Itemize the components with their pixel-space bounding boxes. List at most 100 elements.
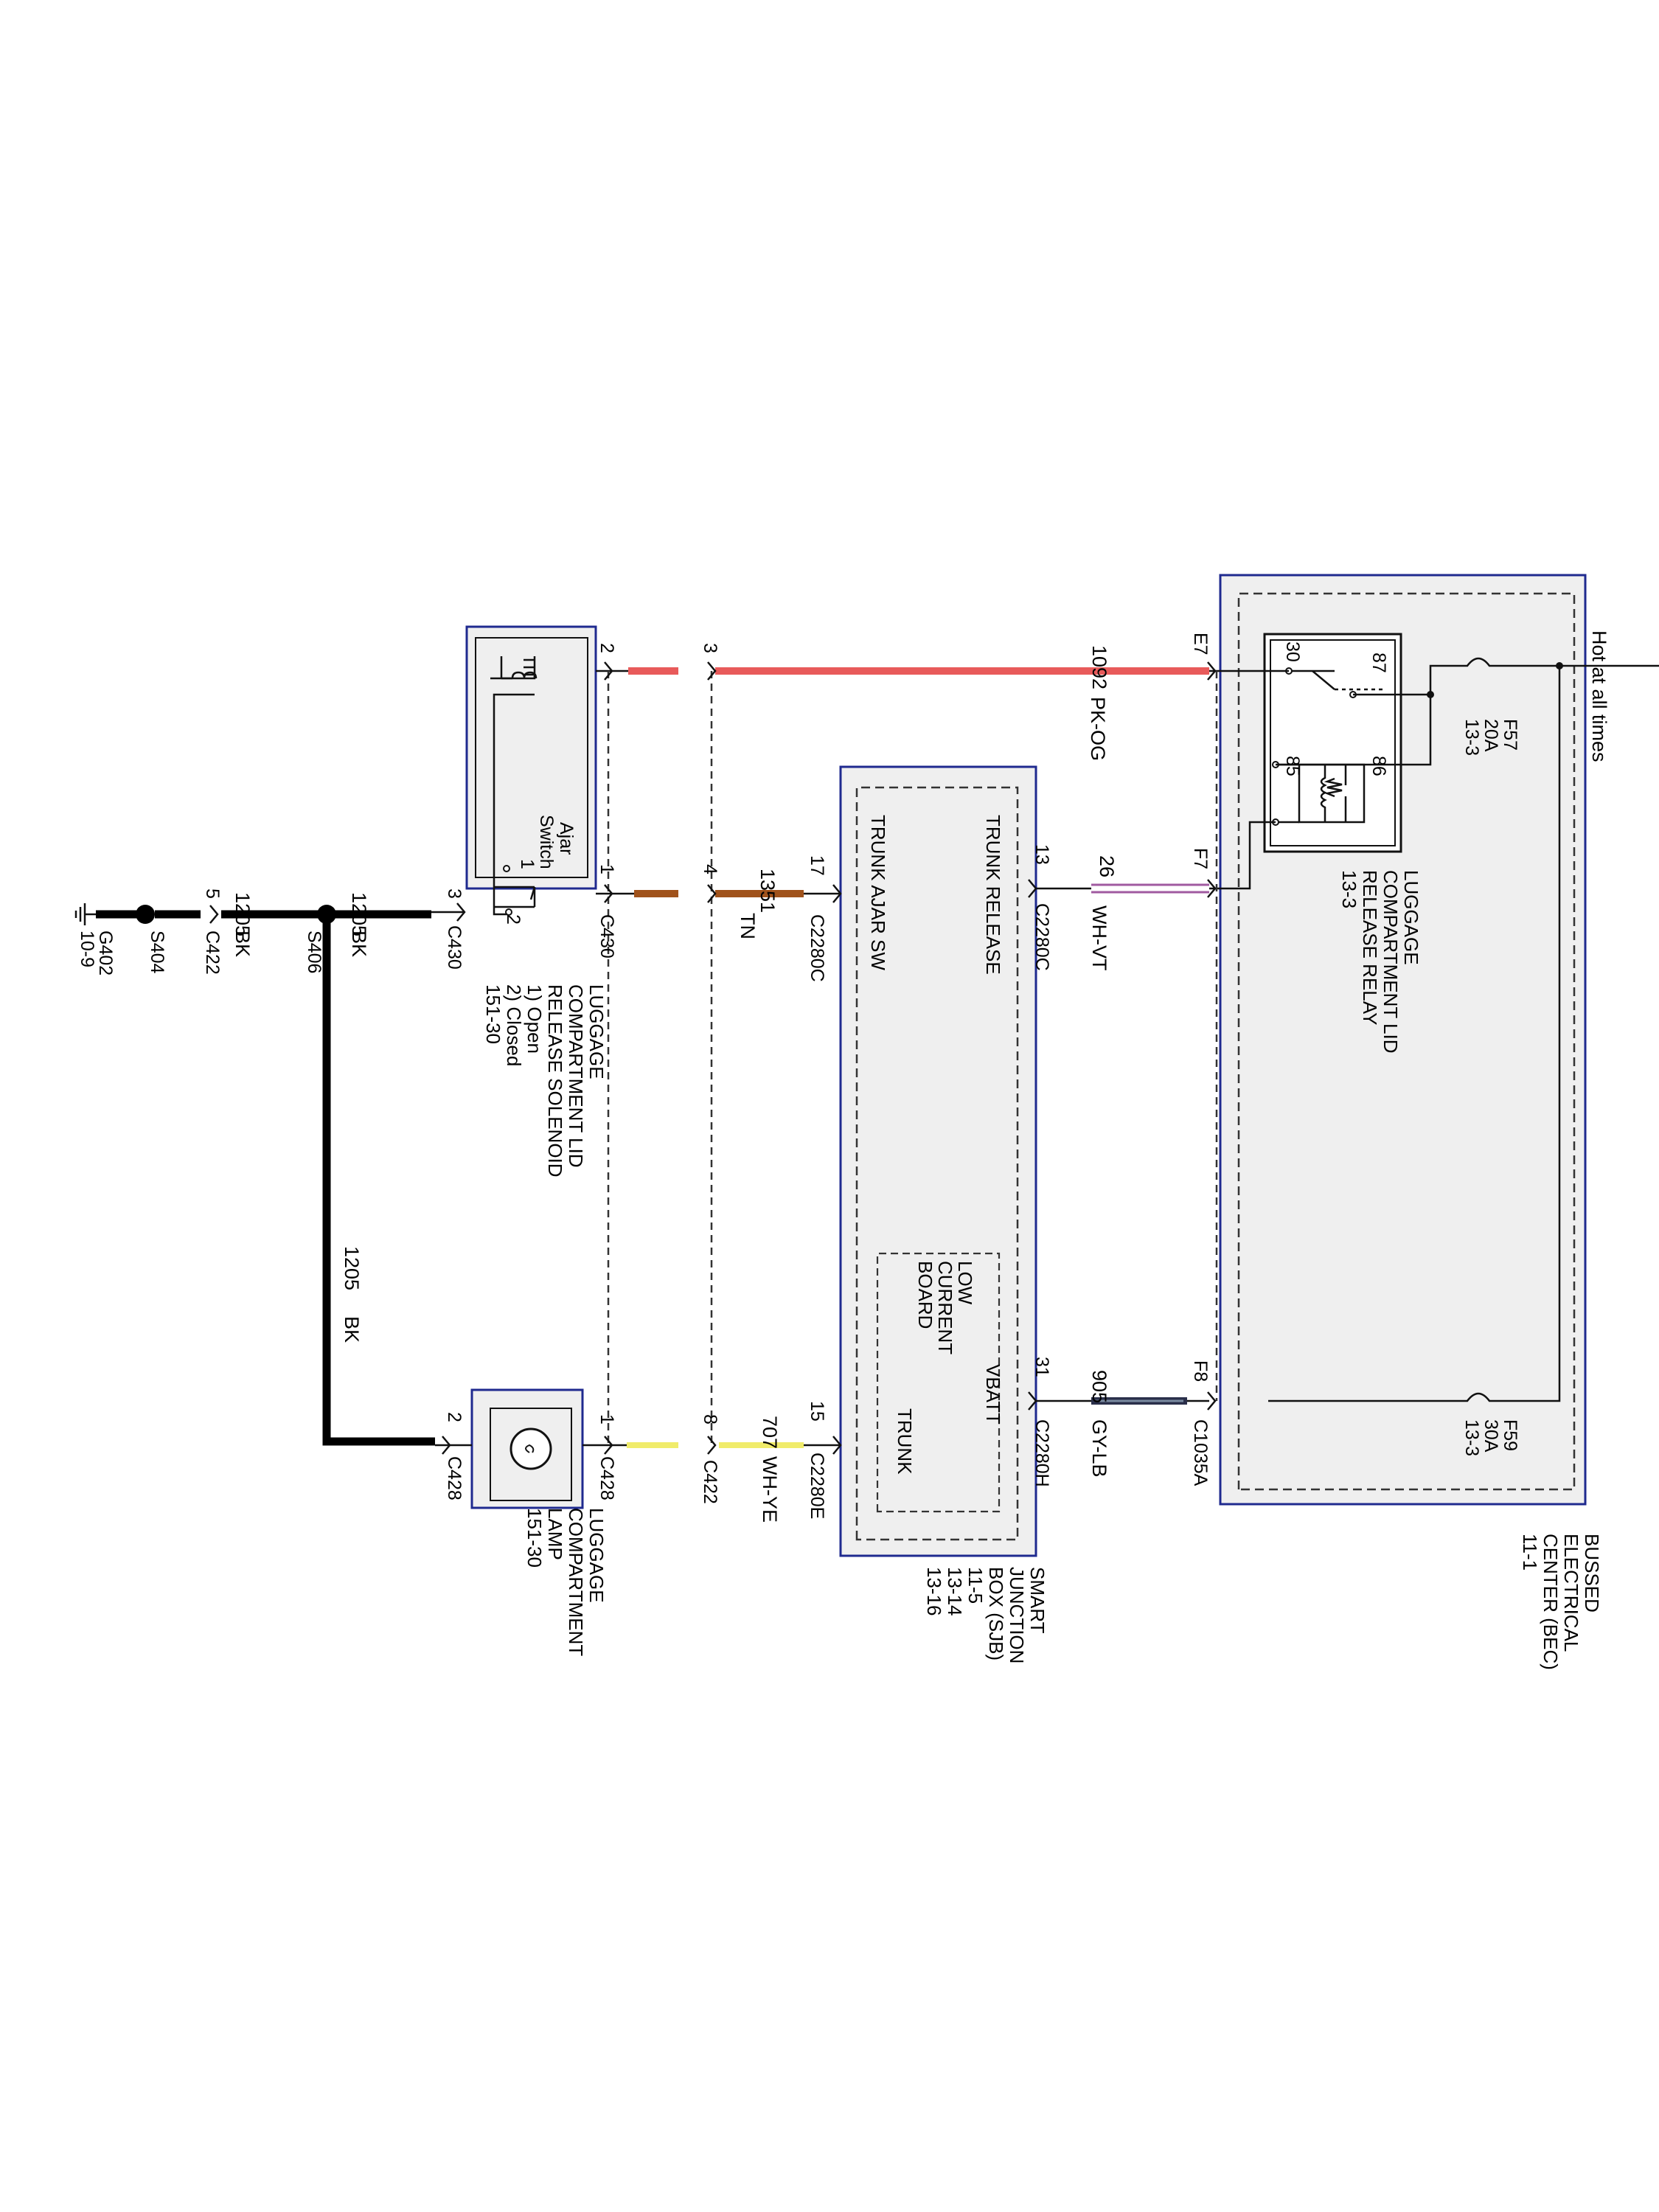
hot-at-all-times-label: Hot at all times	[1588, 630, 1610, 762]
conn-c422-mid: C422	[700, 1460, 720, 1504]
sjb-title-line2: JUNCTION	[1006, 1567, 1028, 1663]
wire-1205b-color: BK	[232, 931, 254, 957]
solenoid-internal-wire	[493, 708, 536, 916]
splice-s404-dot	[136, 905, 155, 924]
sjb-pin-17: 17	[807, 855, 827, 876]
sjb-trunk-ajar-sw: TRUNK AJAR SW	[867, 815, 889, 970]
wire-707-circuit: 707	[759, 1416, 781, 1449]
ajar-switch-label-1: Ajar	[556, 822, 577, 855]
conn-pin-5: 5	[202, 888, 223, 899]
sjb-conn-c2280c-2: C2280C	[807, 914, 827, 982]
solenoid-box	[465, 625, 597, 890]
wire-26	[1209, 821, 1276, 890]
solenoid-title-line5: 2) Closed	[503, 984, 525, 1066]
wire-26-circuit: 26	[1096, 855, 1118, 877]
f57-to-86	[1276, 695, 1432, 766]
conn-c1035a: C1035A	[1190, 1419, 1211, 1486]
sjb-title-line6: 13-16	[923, 1567, 945, 1616]
solenoid-inner	[475, 637, 588, 878]
wire-1092-color: PK-OG	[1087, 697, 1109, 761]
wire-1205b-circuit: 1205	[232, 892, 254, 936]
conn-pin-4: 4	[700, 864, 720, 874]
fuse-f59-line3: 13-3	[1461, 1419, 1482, 1456]
solenoid-title-line1: LUGGAGE	[585, 984, 608, 1079]
sjb-title-line5: 13-14	[944, 1567, 966, 1616]
wire-1205-vertical	[322, 925, 435, 1446]
conn-c428-b: C428	[444, 1456, 465, 1500]
lamp-title-line1: LUGGAGE	[585, 1508, 608, 1603]
low-current-board-box	[876, 1252, 1001, 1513]
sjb-low-current-line1: LOW	[954, 1261, 976, 1305]
conn-c430-b: C430	[444, 925, 465, 970]
sjb-conn-c2280h: C2280H	[1032, 1419, 1052, 1487]
sjb-title-line3: BOX (SJB)	[985, 1567, 1007, 1660]
bec-title-line3: CENTER (BEC)	[1540, 1534, 1562, 1670]
solenoid-title-line2: COMPARTMENT LID	[565, 984, 587, 1167]
wire-26-color: WH-VT	[1088, 905, 1110, 970]
wire-1351-circuit: 1351	[757, 869, 779, 913]
conn-pin-2-top: 2	[597, 643, 617, 653]
relay-title-line2: COMPARTMENT LID	[1380, 870, 1402, 1053]
bec-title-line2: ELECTRICAL	[1560, 1534, 1582, 1652]
relay-title-line1: LUGGAGE	[1400, 870, 1422, 965]
conn-f7: F7	[1190, 848, 1211, 869]
relay-box-inner	[1270, 639, 1396, 846]
splice-s406-dot	[317, 905, 336, 924]
sjb-conn-c2280c-1: C2280C	[1032, 903, 1052, 971]
ajar-switch-pos-2: 2	[503, 914, 524, 925]
f59-line	[1268, 666, 1561, 1402]
solenoid-title-line6: 151-30	[482, 984, 504, 1044]
wire-1092-circuit: 1092	[1088, 645, 1110, 689]
bus-junction-dot-1	[1556, 662, 1563, 669]
solenoid-title-line3: RELEASE SOLENOID	[544, 984, 566, 1178]
lamp-title-line4: 151-30	[524, 1508, 546, 1568]
sjb-vbatt: VBATT	[982, 1364, 1004, 1425]
wire-1351-color: TN	[737, 913, 759, 939]
ground-g402-line1: G402	[95, 931, 116, 975]
wire-1205a-circuit: 1205	[348, 892, 370, 936]
relay-pin-30: 30	[1282, 641, 1303, 662]
fuse-f59-line1: F59	[1500, 1419, 1520, 1451]
lamp-title-line3: LAMP	[544, 1508, 566, 1560]
conn-pin-1-lamp: 1	[597, 1414, 617, 1425]
splice-s404-label: S404	[147, 931, 167, 973]
fuse-f59-line2: 30A	[1481, 1419, 1501, 1453]
relay-title-line4: 13-3	[1338, 870, 1360, 908]
wire-1205c-circuit: 1205	[341, 1246, 363, 1290]
relay-pin-87: 87	[1368, 653, 1389, 673]
lamp-title-line2: COMPARTMENT	[565, 1508, 587, 1656]
sjb-trunk: TRUNK	[894, 1408, 916, 1475]
relay-pin-86: 86	[1368, 756, 1389, 776]
lamp-bulb-icon	[509, 1427, 552, 1470]
sjb-low-current-line2: CURRENT	[934, 1261, 956, 1354]
fuse-f57-line1: F57	[1500, 719, 1520, 751]
wire-905-color: GY-LB	[1088, 1419, 1110, 1478]
ground-symbol	[74, 903, 96, 925]
solenoid-coil-symbol	[490, 656, 538, 708]
sjb-title-line4: 11-5	[964, 1567, 987, 1604]
sjb-conn-c2280e: C2280E	[807, 1453, 827, 1519]
solenoid-title-line4: 1) Open	[524, 984, 546, 1054]
ajar-switch-pos-1: 1	[517, 859, 538, 869]
ajar-switch-symbol	[494, 886, 536, 908]
ajar-switch-pos1	[503, 865, 510, 872]
conn-pin-1-top: 1	[597, 864, 617, 874]
lamp-inner	[490, 1408, 572, 1501]
conn-pin-3-left: 3	[444, 888, 465, 899]
relay-title-line3: RELEASE RELAY	[1359, 870, 1381, 1026]
relay-switch-symbol	[1289, 669, 1386, 691]
lamp-filament	[525, 1444, 535, 1453]
wire-905-circuit: 905	[1088, 1370, 1110, 1403]
sjb-pin-31: 31	[1032, 1357, 1052, 1377]
bec-title-line4: 11-1	[1519, 1534, 1541, 1571]
splice-s406-label: S406	[304, 931, 324, 973]
sjb-low-current-line3: BOARD	[914, 1261, 936, 1329]
conn-c430: C430	[597, 914, 617, 959]
sjb-title-line1: SMART	[1026, 1567, 1048, 1634]
relay-pin-85: 85	[1282, 756, 1303, 776]
conn-pin-8: 8	[700, 1414, 720, 1425]
f57-line	[1353, 657, 1559, 696]
sjb-box	[839, 765, 1037, 1557]
bus-junction-dot-2	[1427, 691, 1434, 698]
